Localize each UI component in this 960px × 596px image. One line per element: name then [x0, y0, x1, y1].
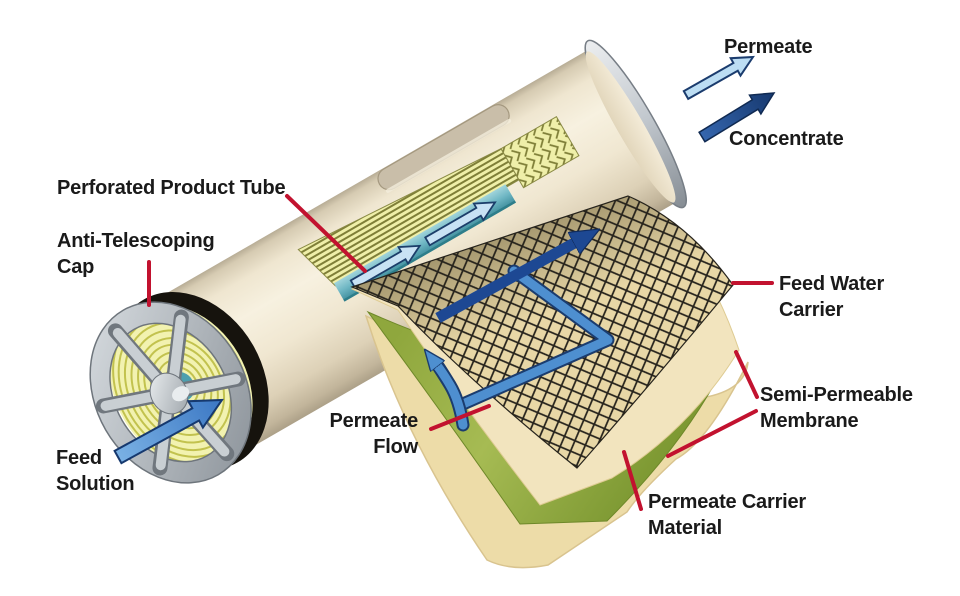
pressure-vessel	[89, 39, 687, 484]
label-concentrate: Concentrate	[729, 128, 844, 150]
leader-permeate-carrier	[622, 450, 643, 511]
feed-flow-mesh-arrow	[435, 241, 578, 323]
leader-lines	[147, 194, 774, 511]
unwrapped-layers	[350, 195, 749, 569]
concentrate-path	[458, 266, 613, 409]
label-feed-water-carrier: Feed Water Carrier	[779, 273, 885, 321]
permeate-out-arrow	[682, 55, 755, 101]
label-permeate-carrier-material: Permeate Carrier Material	[648, 491, 807, 539]
leader-product-tube	[285, 194, 367, 273]
cap-spokes	[95, 309, 246, 476]
tube-flow-arrow-2	[424, 201, 497, 247]
anti-telescoping-cap	[89, 291, 269, 484]
leader-membrane-lower	[666, 409, 758, 458]
label-perforated-product-tube: Perforated Product Tube	[57, 177, 286, 199]
label-permeate-flow: Permeate Flow	[329, 410, 419, 458]
cap-ring	[89, 301, 252, 484]
leader-membrane-upper	[734, 350, 759, 399]
right-end-face	[585, 51, 676, 203]
shell-groove	[377, 104, 512, 193]
feed-solution-arrow	[113, 398, 224, 465]
label-semi-permeable-membrane: Semi-Permeable Membrane	[760, 384, 913, 432]
cap-hub	[149, 372, 189, 415]
hub-stub	[172, 386, 190, 402]
label-anti-telescoping-cap: Anti-Telescoping Cap	[57, 230, 215, 278]
label-permeate: Permeate	[724, 36, 813, 58]
leader-permeate-flow	[429, 404, 491, 431]
wound-layers-chevron	[500, 115, 580, 189]
label-feed-solution: Feed Solution	[56, 447, 135, 495]
feed-water-carrier-mesh	[350, 195, 734, 469]
permeate-flow-arrow	[436, 364, 468, 430]
concentrate-out-arrow	[698, 92, 776, 143]
